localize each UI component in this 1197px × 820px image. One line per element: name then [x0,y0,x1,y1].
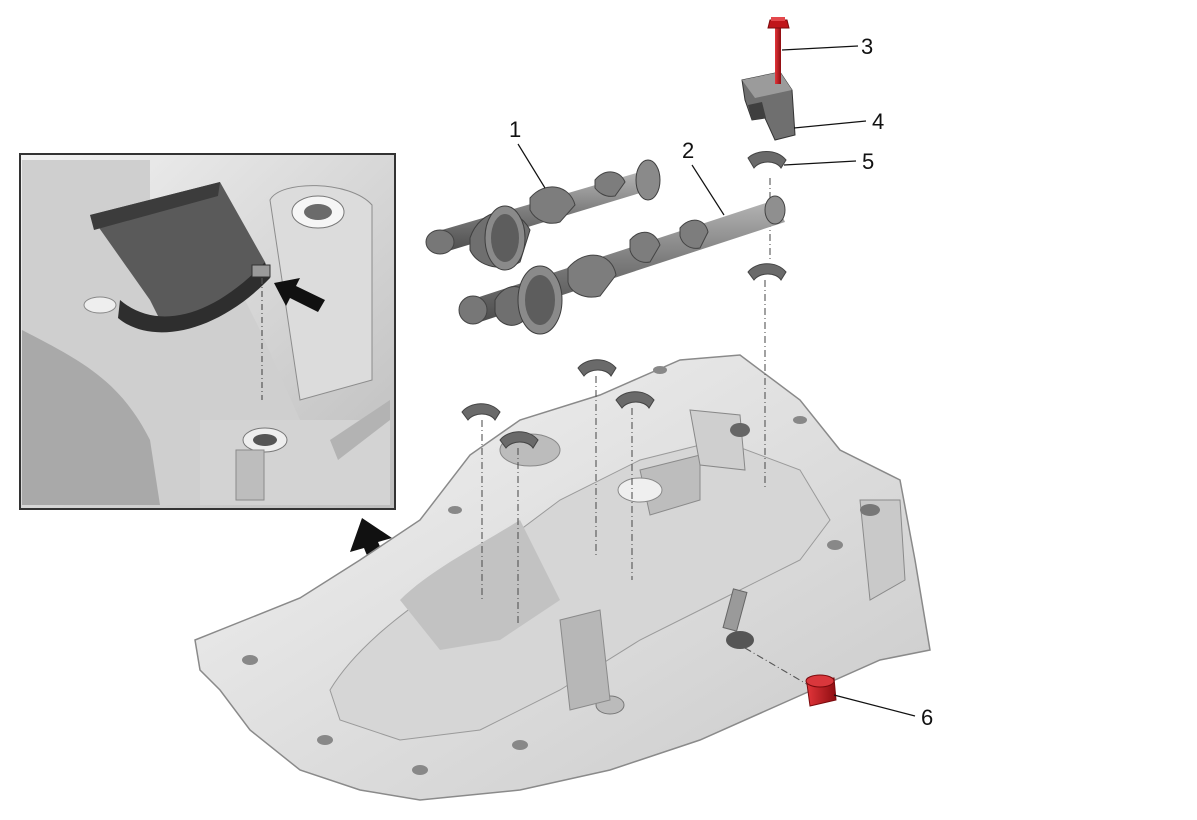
leader-6 [833,694,916,717]
callout-4: 4 [872,109,885,134]
callout-5: 5 [862,149,875,174]
callout-1: 1 [509,117,522,142]
inset-detail-view [19,153,396,510]
leader-lines [517,45,916,717]
leader-3 [781,45,859,51]
arrow-icon [274,278,325,312]
alignment-lines [481,60,811,687]
camshaft-upper [425,159,661,271]
callout-3: 3 [861,34,874,59]
leader-5 [783,160,857,166]
inset-bearing-shell [90,182,271,333]
plug [805,674,837,707]
lower-bearing-shells [461,263,787,449]
leader-2 [691,164,725,216]
lower-housing [194,354,931,801]
callout-2: 2 [682,138,695,163]
inset-housing-detail [22,160,390,505]
camshaft-lower [458,195,786,335]
upper-cam-gear [484,205,526,271]
bolt [767,17,790,84]
upper-cam-end-gear [635,159,661,201]
leader-4 [793,120,867,129]
lower-cam-gear [517,265,563,335]
bearing-cap [741,71,796,141]
curved-arrow-icon [350,518,455,609]
callout-6: 6 [921,705,934,730]
upper-bearing-shell [747,151,787,169]
leader-1 [517,143,546,189]
